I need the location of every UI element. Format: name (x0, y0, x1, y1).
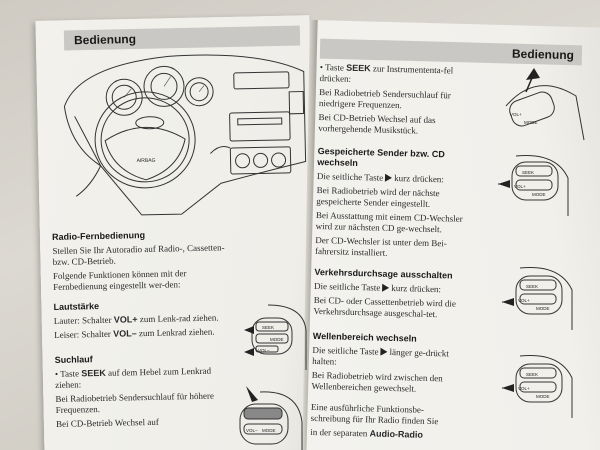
seek-instruction: • Taste SEEK auf dem Hebel zum Lenkrad z… (54, 365, 212, 390)
svg-text:MODE: MODE (536, 306, 550, 311)
section-title-traffic: Verkehrsdurchsage ausschalten (314, 266, 453, 281)
svg-text:MODE: MODE (270, 337, 284, 342)
airbag-label: AIRBAG (136, 158, 155, 164)
svg-text:SEEK: SEEK (526, 372, 538, 377)
intro-text-2: Folgende Funktionen können mit der Fernb… (52, 268, 187, 292)
presets-note-text: Der CD-Wechsler ist unter dem Bei-fahrer… (314, 234, 447, 258)
presets-radio-text: Bei Radiobetrieb wird der nächste gespei… (316, 184, 440, 209)
intro-text-1: Stellen Sie Ihr Autoradio auf Radio-, Ca… (52, 242, 225, 267)
svg-text:VOL–: VOL– (246, 428, 258, 433)
svg-text:SEEK: SEEK (262, 325, 274, 330)
section-title-remote: Radio-Fernbedienung (52, 230, 146, 242)
svg-text:VOL+: VOL+ (518, 386, 530, 391)
seek-cd-text: Bei CD-Betrieb Wechsel auf (55, 416, 159, 429)
svg-text:MODE: MODE (524, 120, 538, 125)
left-text-column: Radio-Fernbedienung Stellen Sie Ihr Auto… (52, 228, 236, 433)
volume-quieter-text: Leiser: Schalter VOL– zum Lenkrad ziehen… (54, 326, 215, 340)
svg-text:MODE: MODE (536, 394, 550, 399)
volume-louder-text: Lauter: Schalter VOL+ zum Lenk-rad ziehe… (53, 312, 219, 326)
footer-text-2: in der separaten Audio-Radio (310, 426, 424, 440)
section-title-seek: Suchlauf (54, 354, 93, 365)
svg-text:VOL+: VOL+ (514, 184, 526, 189)
stalk-diagram-preset: SEEK VOL+ MODE (498, 154, 569, 216)
stalk-diagram-volume: SEEK VOL– MODE (244, 304, 307, 370)
section-title-volume: Lautstärke (53, 301, 100, 312)
stalk-diagram-seek: VOL– MODE (239, 386, 303, 450)
seek-down-radio-text: Bei Radiobetrieb Sendersuchlauf für nied… (318, 86, 452, 111)
section-title-band: Wellenbereich wechseln (312, 330, 417, 344)
stalk-diagram-seek-up: VOL+ MODE (505, 68, 585, 141)
seek-down-cd-text: Bei CD-Betrieb Wechsel auf das vorhergeh… (318, 111, 436, 136)
svg-text:MODE: MODE (532, 192, 546, 197)
svg-text:VOL–: VOL– (258, 348, 270, 353)
section-title-presets: Gespeicherte Sender bzw. CD wechseln (317, 145, 445, 169)
dashboard-illustration: AIRBAG (63, 54, 307, 216)
presets-cd-text: Bei Ausstattung mit einem CD-Wechsler wi… (315, 209, 463, 235)
arrow-right-icon (385, 173, 393, 182)
svg-text:VOL+: VOL+ (510, 112, 522, 117)
arrow-right-icon (382, 283, 390, 292)
svg-text:SEEK: SEEK (522, 170, 534, 175)
stalk-diagram-band: SEEK VOL+ MODE (502, 354, 573, 418)
svg-text:SEEK: SEEK (526, 284, 538, 289)
right-text-column: • Taste SEEK zur Instrumententa-fel drüc… (310, 62, 470, 445)
svg-text:VOL+: VOL+ (518, 298, 530, 303)
seek-down-instruction: • Taste SEEK zur Instrumententa-fel drüc… (319, 62, 454, 84)
svg-text:MODE: MODE (262, 428, 276, 433)
arrow-right-icon (380, 347, 388, 356)
band-text: Bei Radiobetrieb wird zwischen den Welle… (311, 369, 443, 394)
traffic-text: Bei CD- oder Cassettenbetrieb wird die V… (313, 294, 457, 320)
seek-radio-text: Bei Radiobetrieb Sendersuchlauf für höhe… (55, 390, 215, 415)
right-header-title: Bedienung (511, 46, 575, 63)
footer-text-1: Eine ausführliche Funktionsbe-schreibung… (310, 401, 439, 427)
stalk-diagram-traffic: SEEK VOL+ MODE (502, 266, 573, 330)
